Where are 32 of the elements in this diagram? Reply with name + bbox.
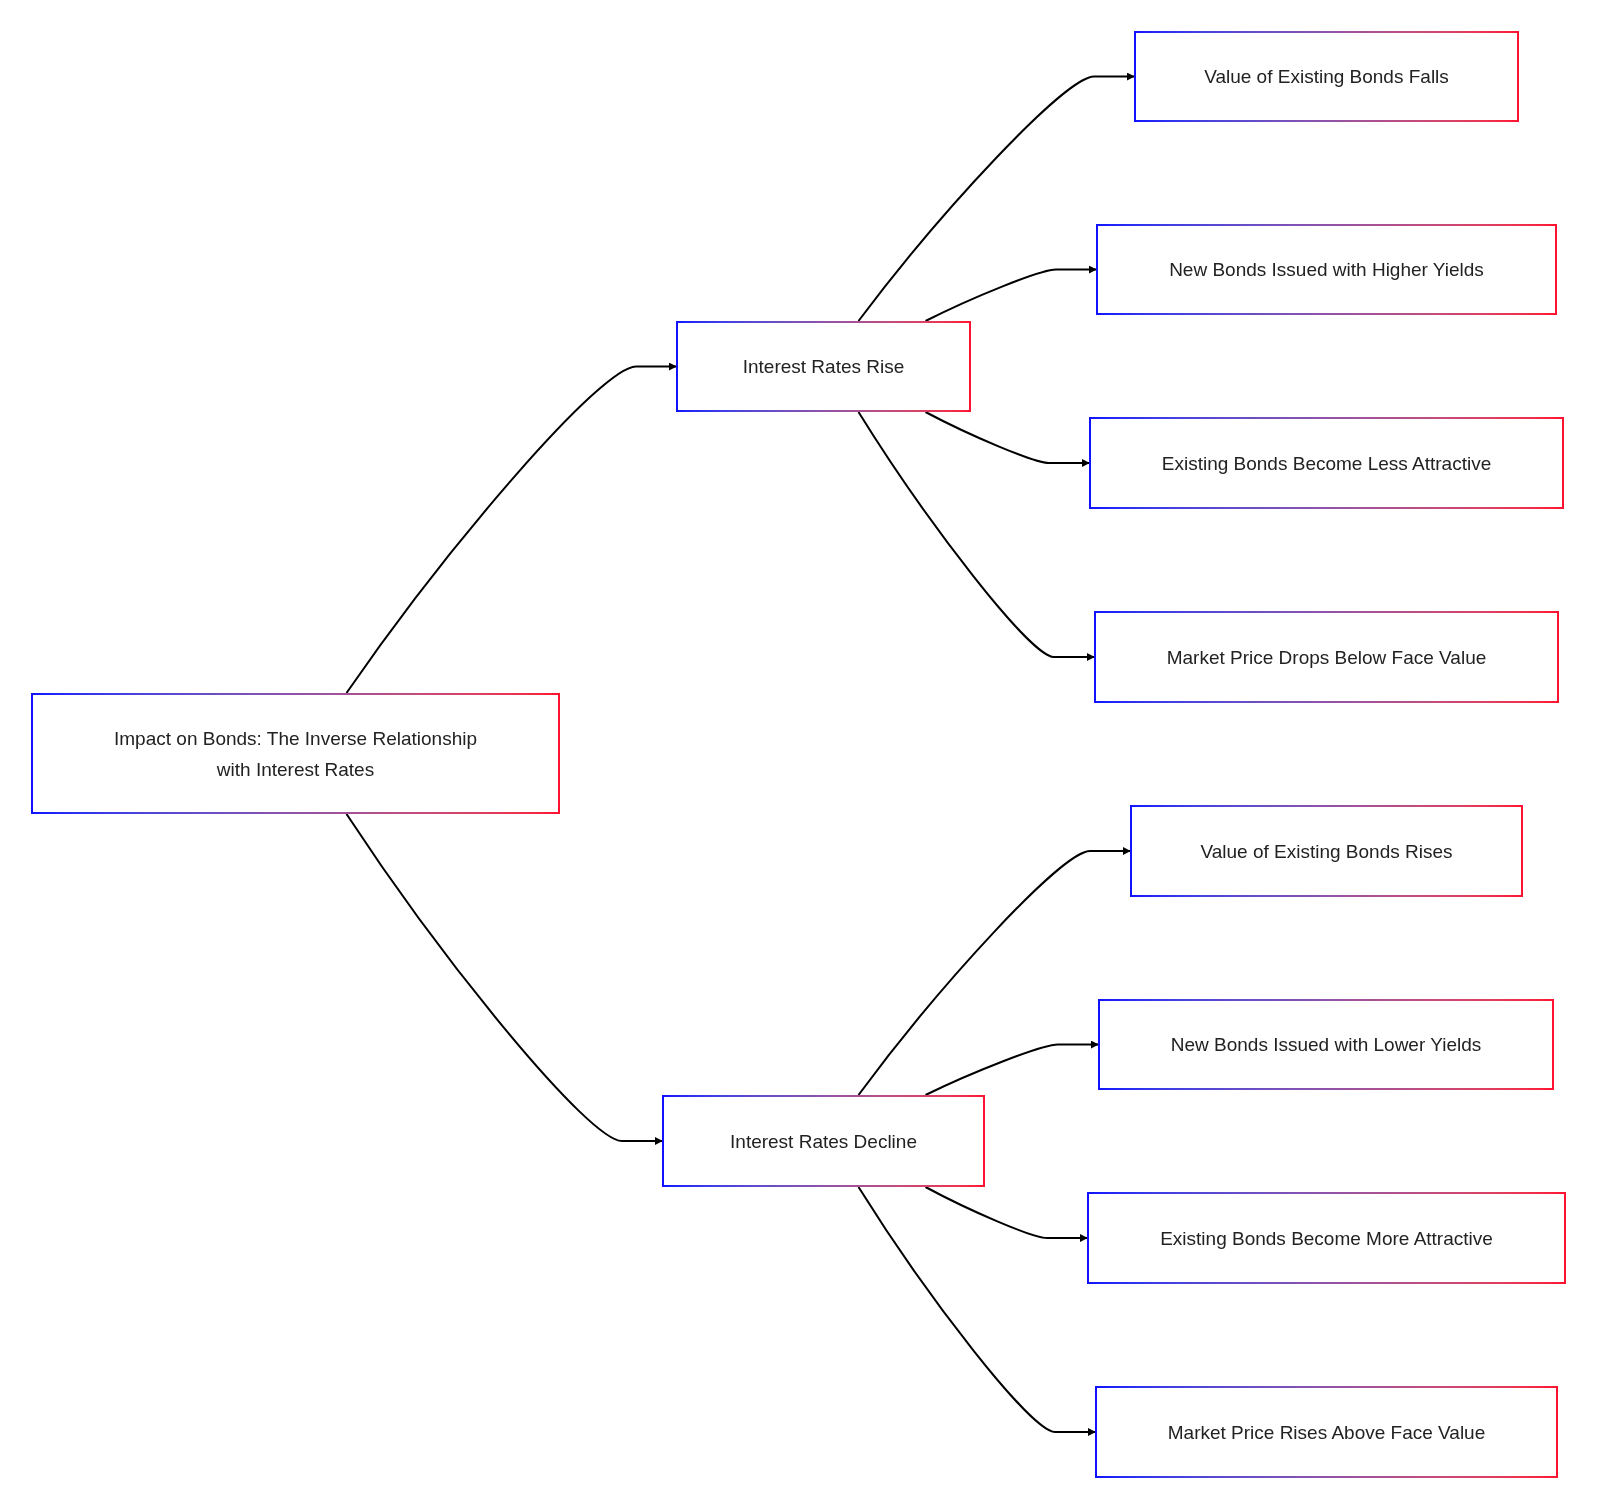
- node-label: Interest Rates Decline: [730, 1129, 917, 1154]
- process-box: [1134, 31, 1519, 122]
- node-label: New Bonds Issued with Lower Yields: [1170, 1033, 1482, 1057]
- node-label: Value of Existing Bonds Rises: [1200, 839, 1453, 864]
- arrow: [924, 1040, 1099, 1096]
- node-label: Value of Existing Bonds Falls: [1204, 65, 1449, 89]
- node-label: Existing Bonds Become More Attractive: [1160, 1226, 1493, 1251]
- arrow: [924, 265, 1097, 322]
- arrow: [345, 813, 663, 1145]
- arrow: [857, 411, 1095, 661]
- process-box: [1087, 1192, 1566, 1284]
- node-label: Market Price Rises Above Face Value: [1167, 1420, 1486, 1445]
- node-label: New Bonds Issued with Higher Yields: [1169, 258, 1484, 282]
- process-box: [1095, 1386, 1558, 1478]
- process-box: [1130, 805, 1523, 897]
- node-label: Market Price Drops Below Face Value: [1166, 645, 1487, 670]
- arrow: [924, 1186, 1088, 1242]
- process-box: [1089, 417, 1564, 509]
- node-label: Existing Bonds Become Less Attractive: [1161, 451, 1492, 476]
- process-box: [1094, 611, 1559, 703]
- node-label: Interest Rates Rise: [742, 355, 905, 379]
- arrow: [857, 847, 1131, 1096]
- process-box: [676, 321, 971, 412]
- arrow: [924, 411, 1090, 467]
- arrow: [857, 72, 1135, 322]
- arrow: [857, 1186, 1096, 1436]
- process-box: [1098, 999, 1554, 1090]
- process-box: [662, 1095, 985, 1187]
- process-box: [31, 693, 560, 814]
- process-box: [1096, 224, 1557, 315]
- arrow: [345, 362, 677, 694]
- node-label: Impact on Bonds: The Inverse Relationship with Interest Rates: [113, 726, 478, 782]
